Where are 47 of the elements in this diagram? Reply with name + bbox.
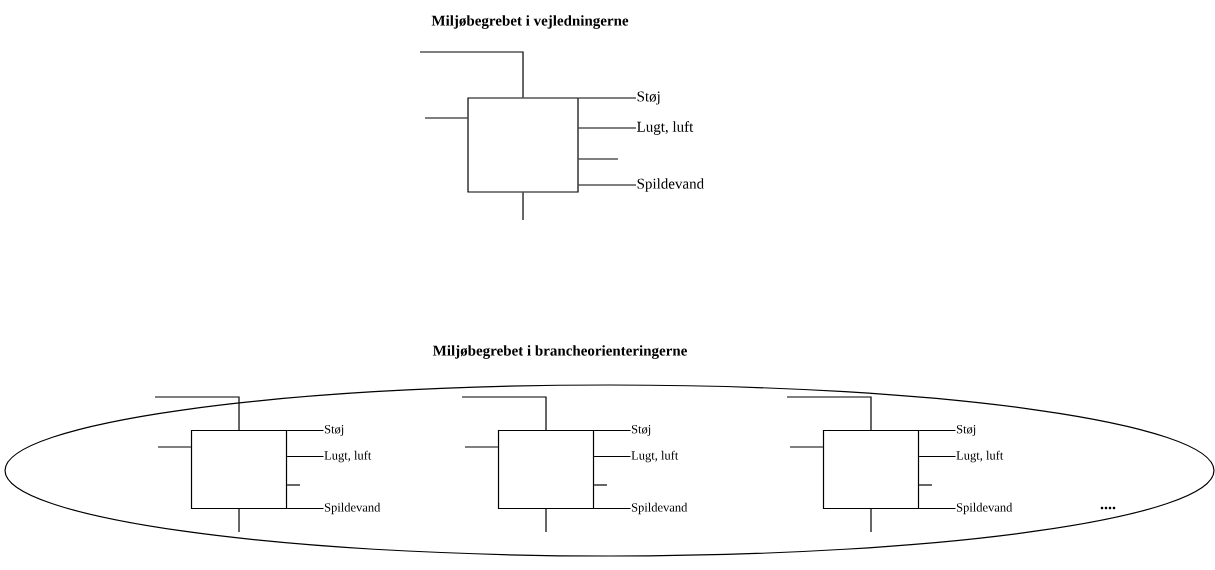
- connector-line: [238, 508, 240, 533]
- connector-line: [522, 192, 524, 221]
- ellipsis-dots: ....: [1100, 506, 1116, 510]
- connector-line: [918, 507, 957, 510]
- connector-line: [918, 429, 957, 432]
- output-label: Støj: [956, 425, 976, 436]
- output-label: Spildevand: [631, 502, 688, 515]
- connector-line: [918, 455, 957, 458]
- connector-line: [154, 396, 240, 431]
- heading: Miljøbegrebet i vejledningerne: [431, 15, 629, 29]
- connector-line: [419, 51, 524, 98]
- output-label: Støj: [631, 425, 651, 436]
- connector-line: [578, 158, 619, 160]
- connector-line: [578, 97, 637, 99]
- connector-line: [870, 508, 872, 533]
- connector-line: [286, 429, 325, 432]
- connector-line: [786, 396, 872, 431]
- output-label: Støj: [324, 425, 344, 436]
- output-label: Lugt, luft: [324, 450, 372, 463]
- connector-line: [918, 484, 933, 486]
- connector-line: [578, 127, 637, 129]
- connector-line: [461, 396, 547, 431]
- connector-line: [464, 446, 499, 448]
- connector-line: [593, 507, 632, 510]
- process-box: [497, 429, 595, 510]
- output-label: Støj: [637, 91, 660, 105]
- process-box: [467, 97, 579, 193]
- output-label: Lugt, luft: [956, 450, 1004, 463]
- process-box: [190, 429, 288, 510]
- connector-line: [593, 455, 632, 458]
- heading: Miljøbegrebet i brancheorienteringerne: [432, 345, 687, 359]
- connector-line: [286, 455, 325, 458]
- output-label: Spildevand: [324, 502, 381, 515]
- connector-line: [286, 507, 325, 510]
- connector-line: [286, 484, 301, 486]
- connector-line: [789, 446, 824, 448]
- connector-line: [593, 429, 632, 432]
- output-label: Lugt, luft: [631, 450, 679, 463]
- output-label: Spildevand: [637, 178, 704, 192]
- connector-line: [545, 508, 547, 533]
- process-box: [822, 429, 920, 510]
- connector-line: [157, 446, 192, 448]
- output-label: Spildevand: [956, 502, 1013, 515]
- connector-line: [424, 117, 468, 119]
- output-label: Lugt, luft: [637, 121, 694, 135]
- connector-line: [593, 484, 608, 486]
- connector-line: [578, 184, 637, 186]
